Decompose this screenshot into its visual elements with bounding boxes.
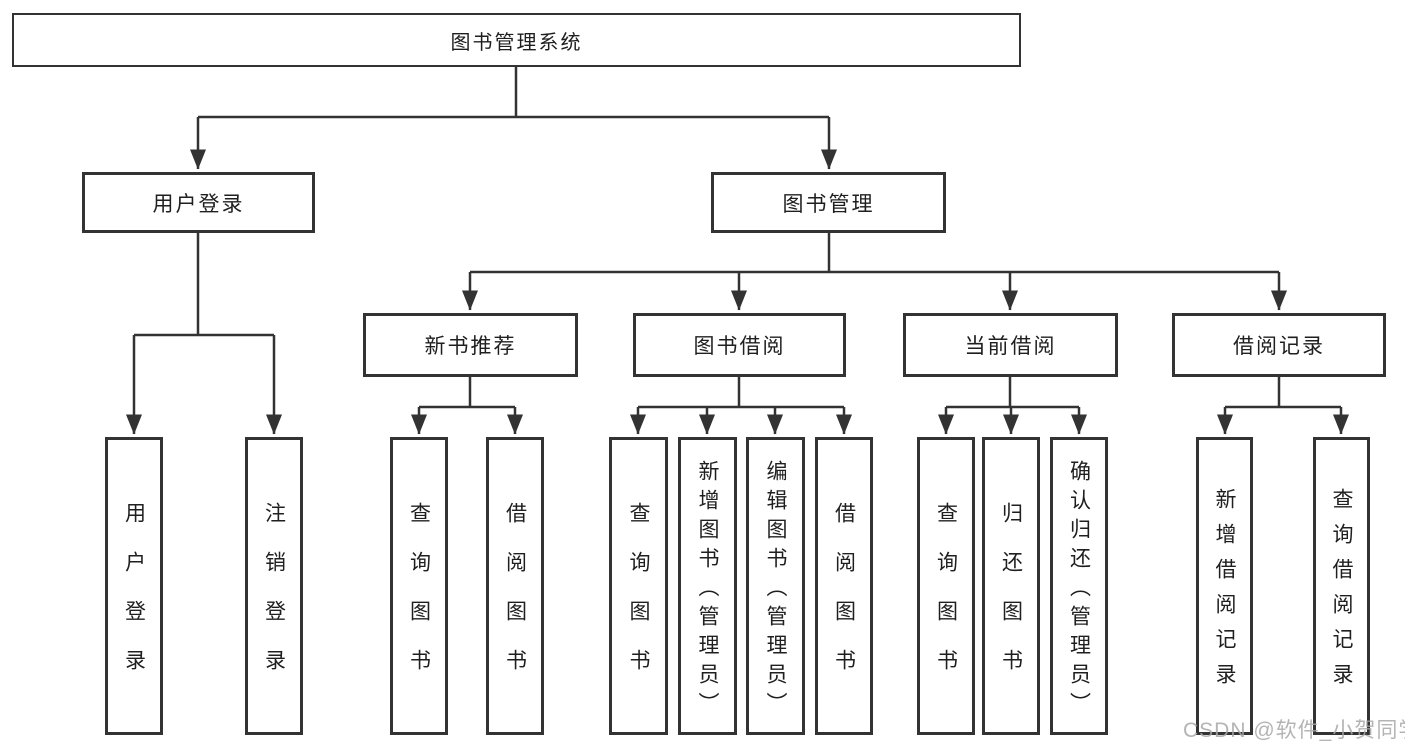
leaf-label: 查询借阅记录 xyxy=(1330,488,1353,698)
leaf-confirm-return-admin: 确认归还（管理员） xyxy=(1050,437,1108,735)
leaf-label: 借阅图书 xyxy=(832,502,856,698)
leaf-label: 借阅图书 xyxy=(503,502,527,698)
leaf-borrow-books-recommend: 借阅图书 xyxy=(486,437,544,735)
leaf-label: 用户登录 xyxy=(122,502,146,698)
leaf-query-borrow-record: 查询借阅记录 xyxy=(1313,437,1370,735)
node-label: 借阅记录 xyxy=(1233,335,1325,358)
csdn-watermark: CSDN @软件_小贺同学 xyxy=(1183,719,1405,742)
node-library-management-system: 图书管理系统 xyxy=(12,13,1021,67)
arrow-lines xyxy=(126,117,1349,435)
leaf-query-books-current: 查询图书 xyxy=(917,437,975,735)
leaf-label: 新增图书（管理员） xyxy=(696,459,719,721)
leaf-borrow-books: 借阅图书 xyxy=(815,437,873,735)
trunk-lines xyxy=(134,67,1341,409)
node-book-management: 图书管理 xyxy=(711,172,946,233)
leaf-query-books-recommend: 查询图书 xyxy=(390,437,448,735)
leaf-label: 新增借阅记录 xyxy=(1213,488,1236,698)
leaf-add-borrow-record: 新增借阅记录 xyxy=(1196,437,1253,735)
leaf-label: 查询图书 xyxy=(407,502,431,698)
node-book-borrowing: 图书借阅 xyxy=(633,313,846,377)
node-new-book-recommendation: 新书推荐 xyxy=(363,313,578,377)
node-user-login-group: 用户登录 xyxy=(82,172,315,233)
node-borrowing-records: 借阅记录 xyxy=(1172,313,1386,377)
node-current-borrowing: 当前借阅 xyxy=(903,313,1118,377)
leaf-add-books-admin: 新增图书（管理员） xyxy=(678,437,737,735)
leaf-label: 查询图书 xyxy=(934,502,958,698)
leaf-logout: 注销登录 xyxy=(245,437,303,735)
leaf-label: 编辑图书（管理员） xyxy=(764,459,787,721)
node-label: 用户登录 xyxy=(152,192,245,216)
leaf-label: 确认归还（管理员） xyxy=(1067,459,1091,721)
leaf-label: 查询图书 xyxy=(627,502,650,698)
leaf-label: 归还图书 xyxy=(999,502,1023,698)
leaf-return-books: 归还图书 xyxy=(982,437,1040,735)
node-label: 新书推荐 xyxy=(424,335,517,358)
leaf-edit-books-admin: 编辑图书（管理员） xyxy=(746,437,805,735)
leaf-query-books-borrowing: 查询图书 xyxy=(609,437,668,735)
leaf-user-login: 用户登录 xyxy=(105,437,163,735)
node-label: 图书管理系统 xyxy=(450,31,583,54)
node-label: 图书管理 xyxy=(782,192,875,216)
leaf-label: 注销登录 xyxy=(262,502,286,698)
node-label: 图书借阅 xyxy=(693,335,786,358)
node-label: 当前借阅 xyxy=(964,335,1057,358)
